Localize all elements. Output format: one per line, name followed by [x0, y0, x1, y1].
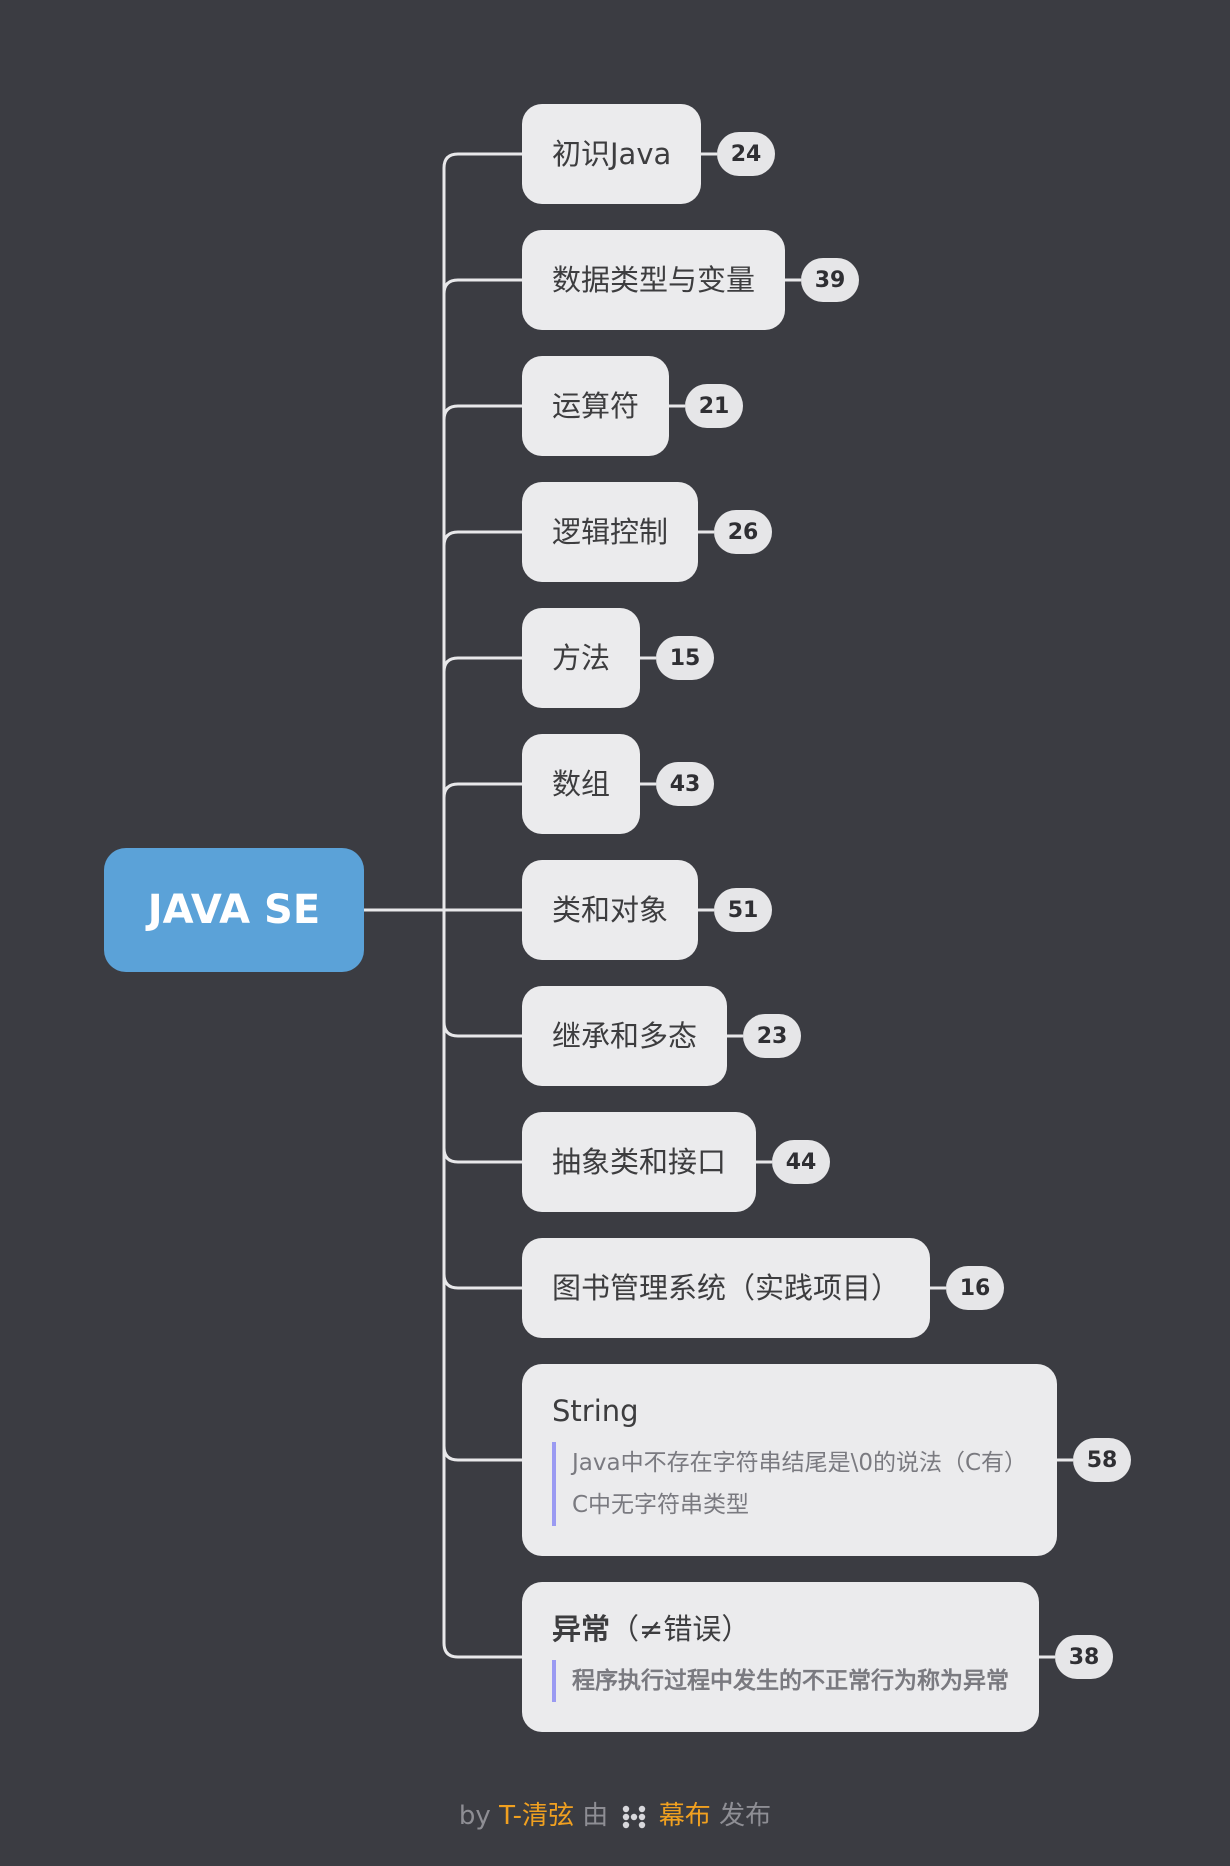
count-badge: 58	[1073, 1438, 1131, 1482]
topic-node-abstract-interfaces[interactable]: 抽象类和接口	[522, 1112, 757, 1212]
topic-label: String	[552, 1393, 639, 1428]
topic-node-methods[interactable]: 方法	[522, 608, 641, 708]
topic-node-inheritance[interactable]: 继承和多态	[522, 986, 728, 1086]
topic-label: 方法	[552, 640, 611, 675]
branch-connector	[442, 1445, 522, 1462]
footer-published: 发布	[719, 1801, 772, 1831]
topic-note: 程序执行过程中发生的不正常行为称为异常	[552, 1660, 1009, 1703]
count-badge: 43	[656, 762, 714, 806]
footer-author-link[interactable]: T-清弦	[499, 1801, 574, 1831]
branch-connector	[442, 530, 522, 547]
topic-label: 初识Java	[552, 136, 672, 171]
branch-connector	[442, 404, 522, 421]
topic-node-data-types[interactable]: 数据类型与变量	[522, 230, 786, 330]
count-badge: 39	[801, 258, 859, 302]
note-line: Java中不存在字符串结尾是\0的说法（C有）	[572, 1450, 1028, 1477]
topic-node-logic-control[interactable]: 逻辑控制	[522, 482, 699, 582]
topic-node-string[interactable]: String Java中不存在字符串结尾是\0的说法（C有） C中无字符串类型	[522, 1364, 1058, 1556]
branch-connector	[442, 1147, 522, 1164]
topic-label: 数据类型与变量	[552, 262, 756, 297]
topic-label: 图书管理系统（实践项目）	[552, 1270, 901, 1305]
count-badge: 51	[714, 888, 772, 932]
branch-connector	[442, 656, 522, 673]
topic-note: Java中不存在字符串结尾是\0的说法（C有） C中无字符串类型	[552, 1442, 1028, 1527]
footer-platform-link[interactable]: 幕布	[658, 1801, 711, 1831]
topic-node-classes-objects[interactable]: 类和对象	[522, 860, 699, 960]
count-badge: 15	[656, 636, 714, 680]
branch-connector	[442, 278, 522, 295]
topic-node-intro-java[interactable]: 初识Java	[522, 104, 702, 204]
topic-label: 抽象类和接口	[552, 1144, 727, 1179]
count-badge: 38	[1055, 1635, 1113, 1679]
root-node-label: JAVA SE	[147, 887, 321, 933]
count-badge: 26	[714, 510, 772, 554]
topic-label: 数组	[552, 766, 611, 801]
count-badge: 21	[685, 384, 743, 428]
root-node[interactable]: JAVA SE	[104, 848, 364, 972]
topic-label-suffix: （≠错误）	[610, 1611, 751, 1646]
branch-connector	[442, 782, 522, 799]
count-badge: 24	[717, 132, 775, 176]
footer-credit: by T-清弦 由 幕布 发布	[0, 1795, 1230, 1832]
count-badge: 16	[946, 1266, 1004, 1310]
topic-node-library-project[interactable]: 图书管理系统（实践项目）	[522, 1238, 931, 1338]
branch-connector	[442, 152, 522, 169]
topic-label: 逻辑控制	[552, 514, 669, 549]
mubu-logo-icon	[622, 1805, 645, 1828]
note-line: 程序执行过程中发生的不正常行为称为异常	[572, 1668, 1009, 1695]
topic-label: 继承和多态	[552, 1018, 698, 1053]
branch-connector	[442, 1021, 522, 1038]
topic-node-operators[interactable]: 运算符	[522, 356, 670, 456]
topic-node-exceptions[interactable]: 异常（≠错误） 程序执行过程中发生的不正常行为称为异常	[522, 1582, 1039, 1732]
topic-label: 运算符	[552, 388, 640, 423]
footer-by: by	[458, 1801, 491, 1831]
branch-connector	[442, 1642, 522, 1659]
count-badge: 44	[772, 1140, 830, 1184]
note-line: C中无字符串类型	[572, 1492, 750, 1519]
branch-connector	[442, 1273, 522, 1290]
topic-node-arrays[interactable]: 数组	[522, 734, 641, 834]
topic-label-main: 异常	[552, 1611, 611, 1646]
topic-label: 异常（≠错误）	[552, 1612, 1009, 1647]
footer-via: 由	[582, 1801, 609, 1831]
count-badge: 23	[743, 1014, 801, 1058]
topic-label: 类和对象	[552, 892, 669, 927]
